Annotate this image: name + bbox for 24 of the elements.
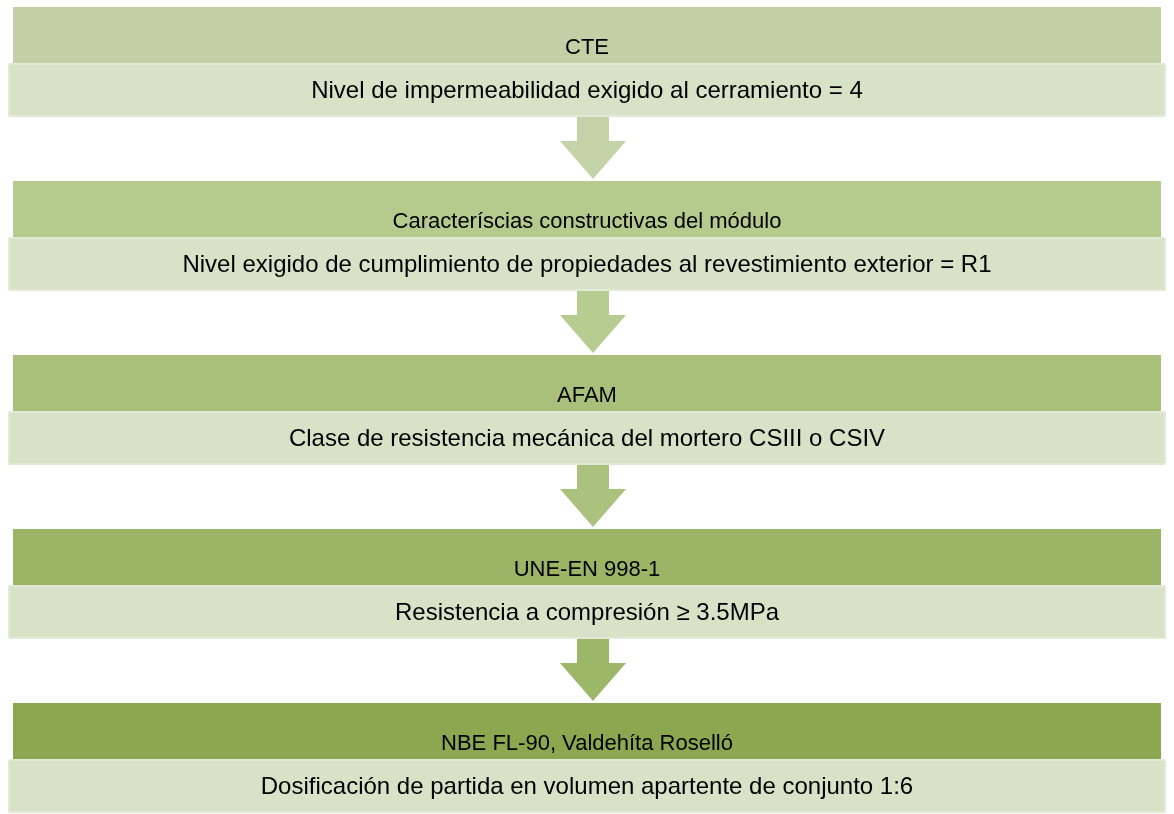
stage-description: Resistencia a compresión ≥ 3.5MPa xyxy=(395,597,779,627)
content-box xyxy=(8,237,1166,291)
stage-description: Nivel de impermeabilidad exigido al cerramiento = 4 xyxy=(311,75,863,105)
header-band xyxy=(13,181,1161,237)
header-band xyxy=(13,703,1161,759)
stage-title: Caracteríscias constructivas del módulo xyxy=(392,206,782,234)
content-box xyxy=(8,759,1166,813)
stage-description: Clase de resistencia mecánica del mortero CSIII o CSIV xyxy=(288,423,886,453)
block-arrow xyxy=(560,291,626,353)
block-arrow xyxy=(560,639,626,701)
block-arrow xyxy=(560,117,626,179)
content-box xyxy=(8,585,1166,639)
header-band xyxy=(13,529,1161,585)
stage-title: CTE xyxy=(565,32,609,60)
block-arrow xyxy=(560,465,626,527)
stage-description: Nivel exigido de cumplimiento de propiedades al revestimiento exterior = R1 xyxy=(182,249,992,279)
content-box xyxy=(8,63,1166,117)
stage-title: NBE FL-90, Valdehíta Roselló xyxy=(441,728,733,756)
stage-description: Dosificación de partida en volumen apartente de conjunto 1:6 xyxy=(260,771,914,801)
header-band xyxy=(13,7,1161,63)
stage-title: UNE-EN 998-1 xyxy=(513,554,661,582)
header-band xyxy=(13,355,1161,411)
stage-title: AFAM xyxy=(557,380,617,408)
content-box xyxy=(8,411,1166,465)
